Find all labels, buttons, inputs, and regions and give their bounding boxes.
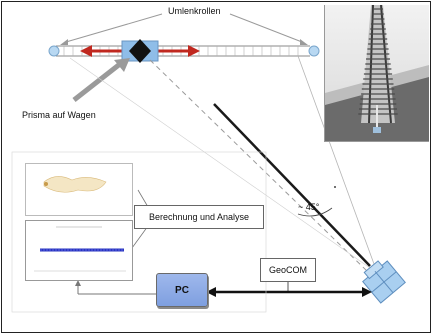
pc-link-head-right	[362, 287, 372, 297]
prism-label: Prisma auf Wagen	[22, 110, 96, 120]
prism-icon	[129, 39, 151, 63]
analysis-link-top	[137, 189, 149, 208]
pc-box: PC	[156, 273, 208, 307]
pulley-pointer-left	[65, 13, 163, 43]
analysis-label: Berechnung und Analyse	[148, 212, 250, 222]
sight-line-left	[69, 57, 371, 269]
right-pulley-icon	[308, 45, 320, 57]
total-station-icon	[362, 260, 406, 304]
geocom-label: GeoCOM	[268, 265, 307, 275]
pc-link-head-left	[206, 287, 216, 297]
rail-photo	[324, 5, 429, 142]
pulley-pointer-left-head	[60, 39, 68, 45]
pulley-pointer-right	[229, 13, 303, 43]
dashed-sight-line	[149, 59, 369, 273]
analysis-screenshot-bottom	[25, 220, 133, 281]
prism-pointer-head	[114, 58, 130, 72]
analysis-region	[11, 151, 267, 313]
angle-label: ~ 45°	[298, 202, 320, 212]
pc-to-screen-head	[75, 280, 81, 286]
analysis-link-bottom	[131, 225, 149, 249]
rail-photo-image	[325, 5, 429, 141]
analysis-screenshot-top	[25, 163, 133, 216]
prism-pointer	[72, 62, 122, 102]
movement-arrows	[80, 45, 200, 57]
pulley-pointer-right-head	[300, 39, 308, 45]
measurement-line	[213, 103, 371, 267]
pc-label: PC	[175, 284, 189, 296]
diagram-canvas	[11, 13, 406, 313]
left-pulley-icon	[48, 45, 60, 57]
angle-dot	[334, 186, 336, 188]
angle-arc	[297, 207, 333, 217]
sight-line-right	[297, 55, 375, 265]
pulleys-label: Umlenkrollen	[168, 6, 221, 16]
geocom-box: GeoCOM	[260, 258, 316, 282]
analysis-box: Berechnung und Analyse	[134, 205, 264, 229]
